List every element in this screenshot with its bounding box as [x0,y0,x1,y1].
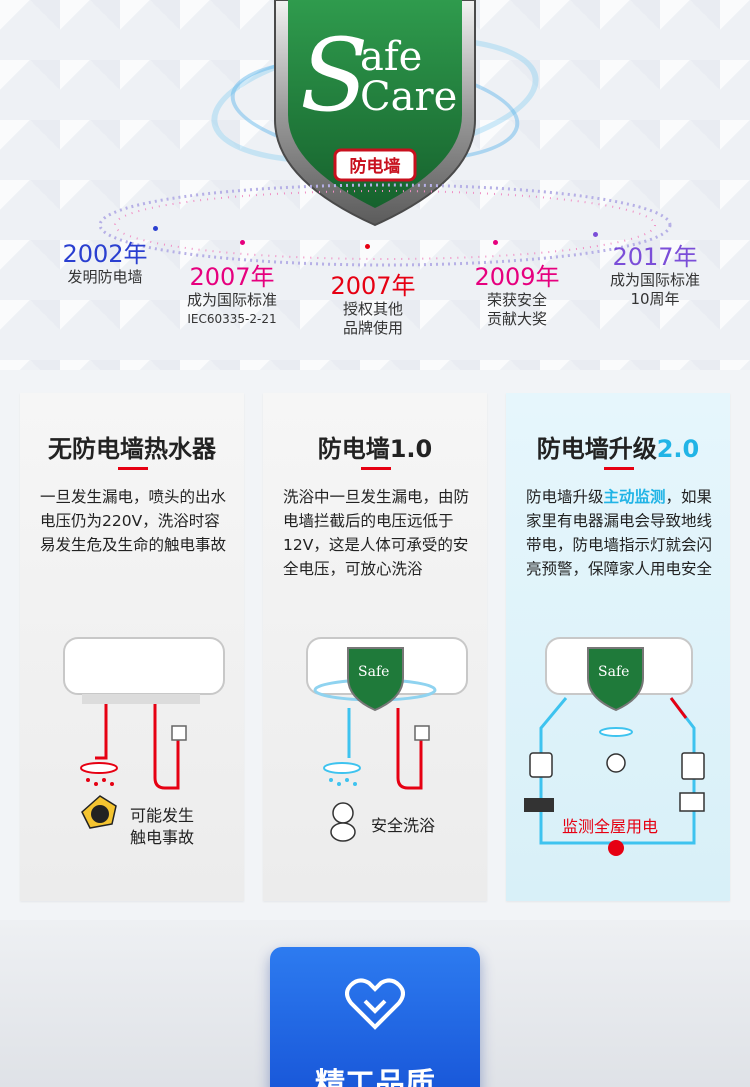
milestone-year: 2007年 [189,263,275,291]
panel-title: 防电墙升级2.0 [506,429,730,464]
svg-text:Safe: Safe [358,664,389,680]
milestone-desc: 授权其他 [342,300,403,318]
heart-icon [345,978,405,1030]
panel-caption: 监测全屋用电 [562,813,658,837]
body-highlight: 主动监测 [603,488,666,506]
monitor-heater-illustration: Safe [524,637,705,856]
milestone-year: 2009年 [474,263,560,291]
timeline-dot [493,240,498,245]
svg-text:Safe: Safe [598,664,629,680]
milestone-year: 2007年 [330,272,416,300]
milestone-desc: 荣获安全 [486,291,547,309]
shield-icon: S afe Care 防电墙 [274,0,476,227]
timeline-dot [240,240,245,245]
panel-title-accent: 2.0 [656,435,700,463]
panel-wall-2: 防电墙升级2.0 防电墙升级主动监测，如果家里有电器漏电会导致地线带电，防电墙指… [506,393,730,901]
panel-no-protection: 无防电墙热水器 一旦发生漏电，喷头的出水电压仍为220V，洗浴时容易发生危及生命… [20,393,244,901]
panel-description: 防电墙升级主动监测，如果家里有电器漏电会导致地线带电，防电墙指示灯就会闪亮预警，… [526,485,716,581]
timeline-dot [593,232,598,237]
panel-title: 防电墙1.0 [317,435,433,463]
safe-heater-illustration: Safe [306,637,468,842]
caption-line: 触电事故 [130,828,195,847]
milestone-desc: 10周年 [630,290,680,308]
caption-line: 可能发生 [130,806,195,825]
milestone-2017: 2017年 成为国际标准 10周年 [590,243,720,309]
panel-title-main: 防电墙升级 [536,435,657,463]
milestone-desc: 品牌使用 [342,319,403,337]
tv-icon [679,792,705,812]
fridge-icon [681,752,705,780]
ac-icon [524,798,554,812]
title-underline [361,467,391,470]
panel-caption: 安全洗浴 [371,815,435,837]
milestone-2007-license: 2007年 授权其他 品牌使用 [318,272,428,338]
timeline-dot [365,244,370,249]
svg-text:防电墙: 防电墙 [350,156,401,177]
svg-text:Care: Care [360,74,457,120]
alarm-icon [608,840,624,856]
title-underline [604,467,634,470]
panel-caption: 可能发生 触电事故 [130,805,194,849]
caption-line: 安全洗浴 [371,816,436,835]
milestone-desc: 发明防电墙 [67,268,143,286]
body-text: ，如果家里有电器漏电会导致地线带电，防电墙指示灯就会闪亮预警，保障家人用电安全 [526,488,713,578]
unsafe-heater-illustration [63,637,225,829]
milestone-desc: 成为国际标准 [609,271,700,289]
milestone-2009: 2009年 荣获安全 贡献大奖 [462,263,572,329]
timeline-dot [153,226,158,231]
badge-label: 精工品质 [315,1067,435,1087]
washer-icon [529,752,553,778]
milestone-2002: 2002年 发明防电墙 [50,240,160,287]
milestone-desc: 贡献大奖 [486,310,547,328]
panel-description: 洗浴中一旦发生漏电，由防电墙拦截后的电压远低于12V，这是人体可承受的安全电压，… [283,488,470,578]
milestone-year: 2002年 [62,240,148,268]
svg-text:afe: afe [360,34,422,80]
caption-line: 监测全屋用电 [562,817,659,836]
milestone-2007-standard: 2007年 成为国际标准 IEC60335-2-21 [172,263,292,328]
quality-badge: 精工品质 [270,947,480,1087]
milestone-desc: 成为国际标准 [186,291,277,309]
panel-title: 无防电墙热水器 [48,435,216,463]
body-text: 防电墙升级 [526,488,604,506]
timeline-arc [98,183,672,267]
milestone-year: 2017年 [612,243,698,271]
panel-description: 一旦发生漏电，喷头的出水电压仍为220V，洗浴时容易发生危及生命的触电事故 [40,488,227,554]
panel-wall-1: 防电墙1.0 洗浴中一旦发生漏电，由防电墙拦截后的电压远低于12V，这是人体可承… [263,393,487,901]
milestone-sub: IEC60335-2-21 [187,312,277,326]
title-underline [118,467,148,470]
logo-initial: S [300,17,369,134]
safe-care-shield-logo: S afe Care 防电墙 [203,0,547,230]
